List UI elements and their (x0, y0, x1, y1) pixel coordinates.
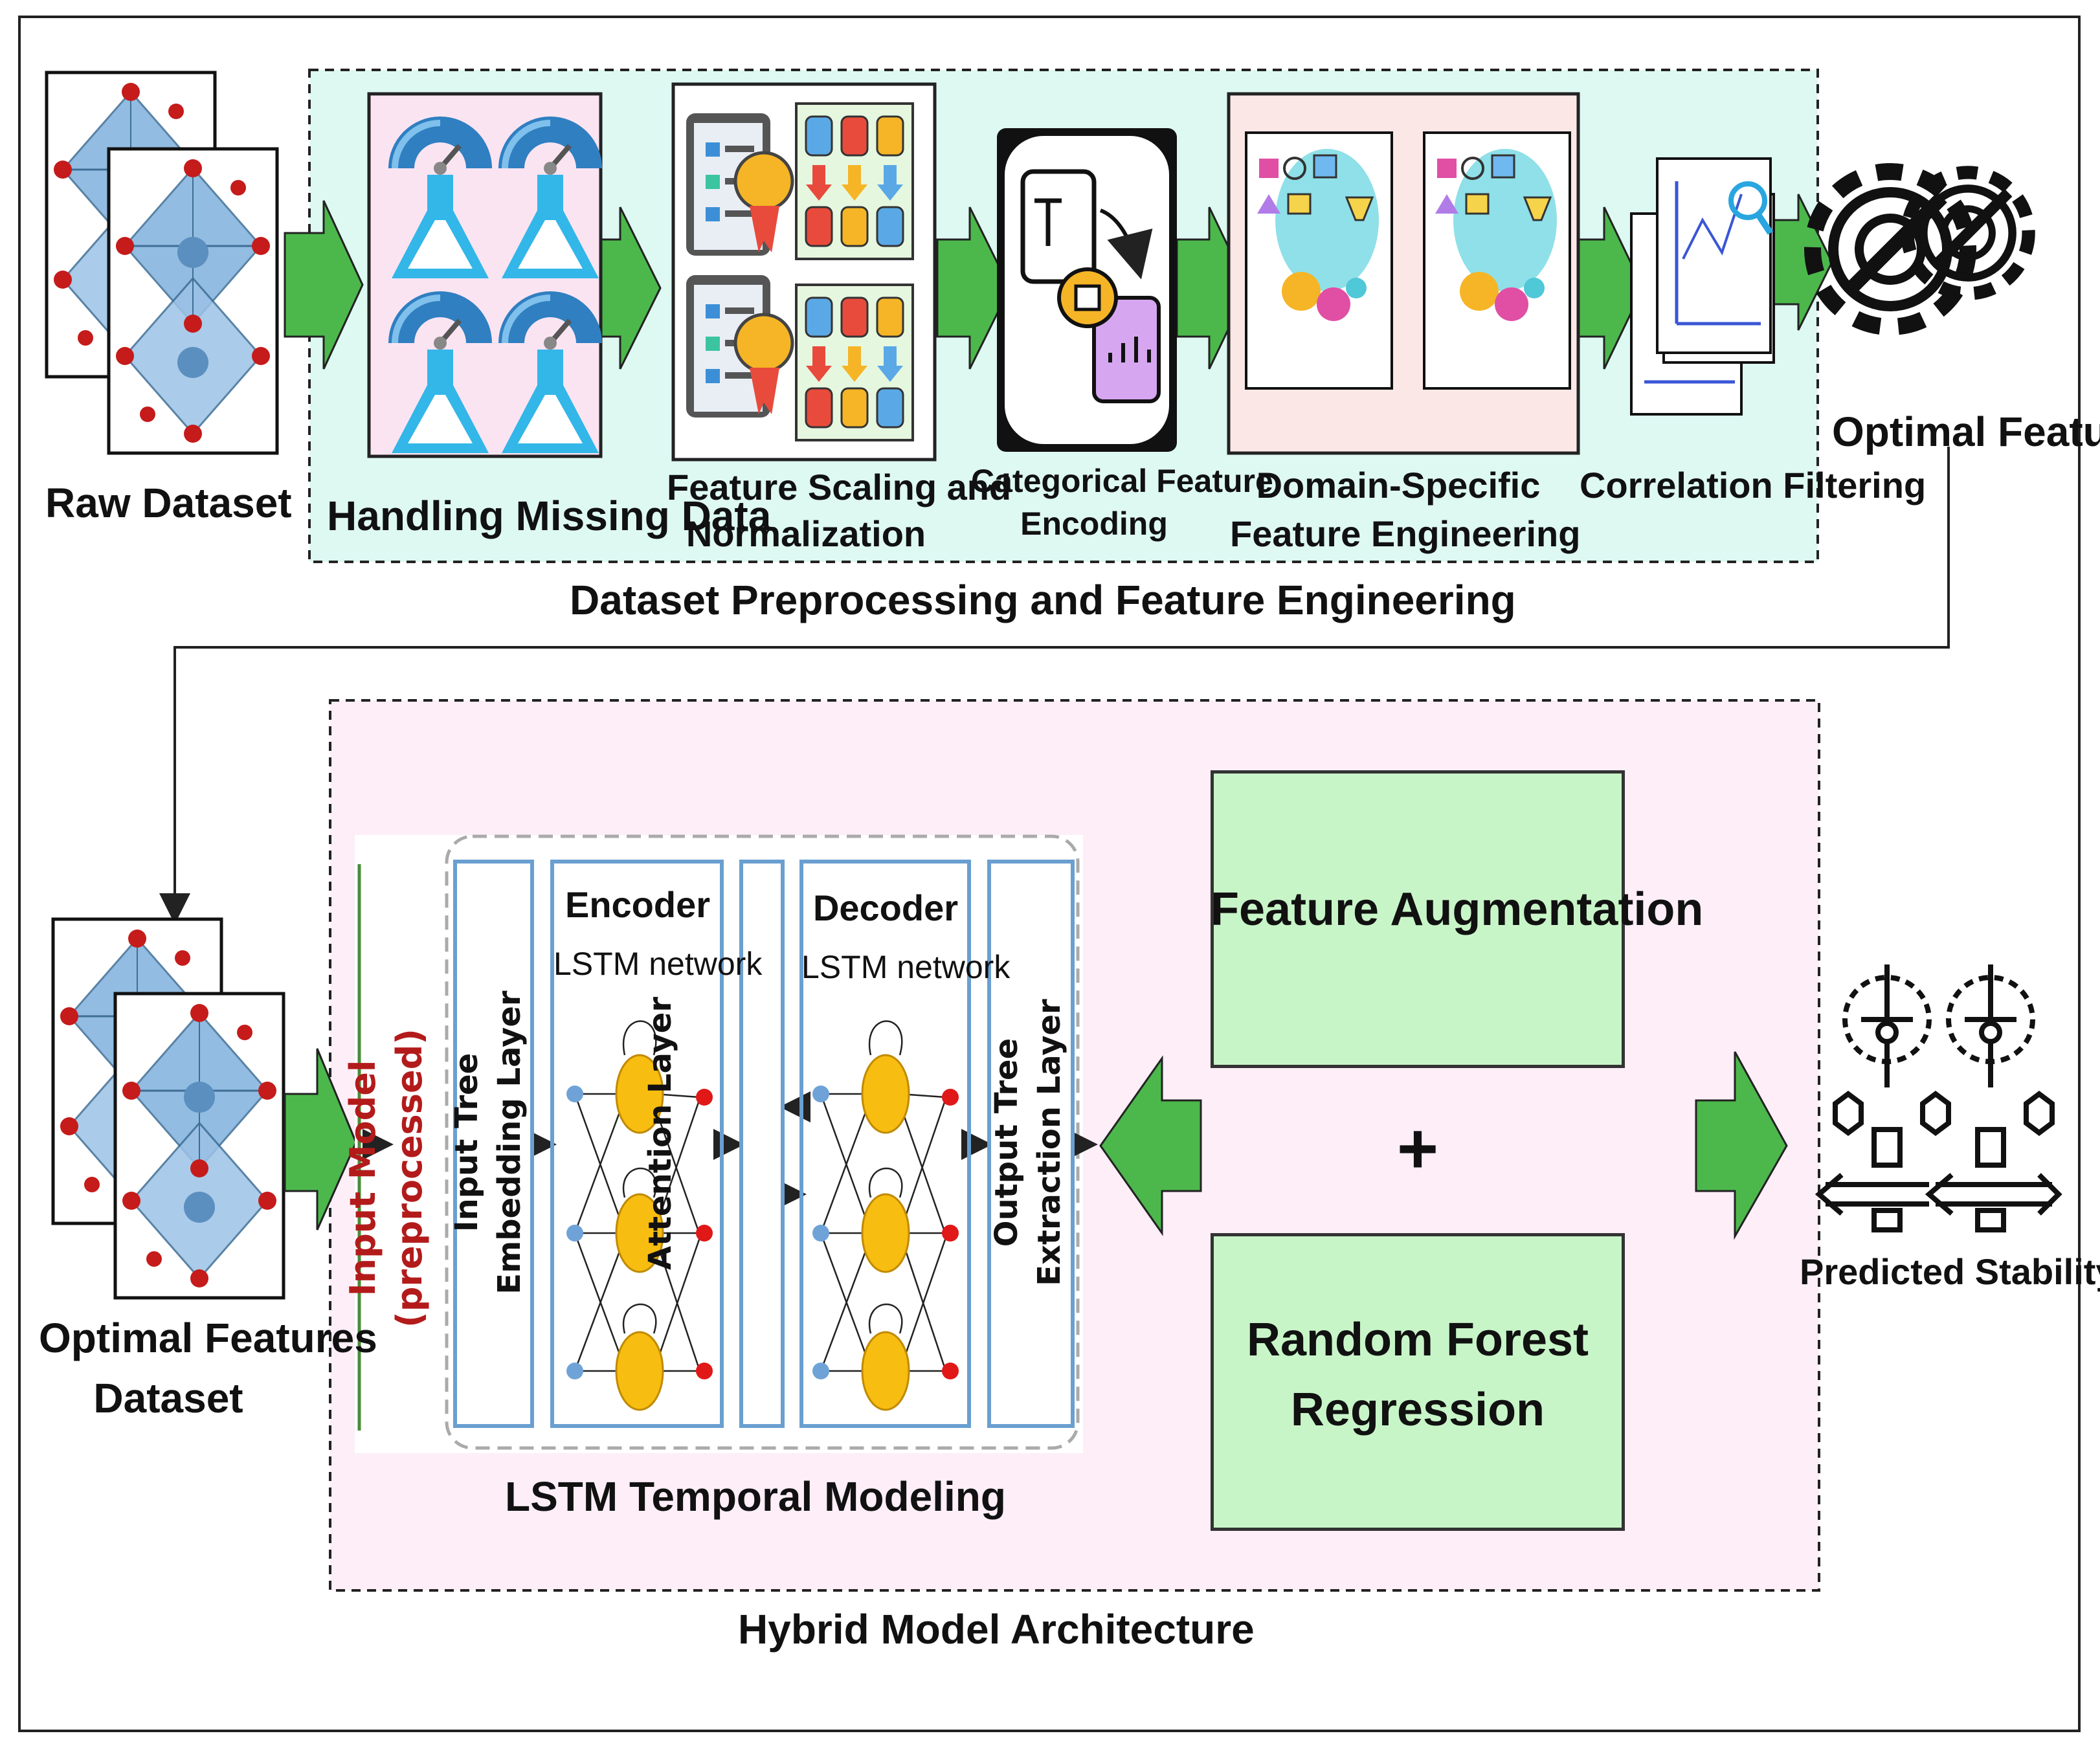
step-correlation-label: Correlation Filtering (1580, 465, 1927, 506)
random-forest-label-2: Regression (1290, 1384, 1545, 1436)
feature-augmentation-label: Feature Augmentation (1211, 884, 1704, 935)
random-forest-label-1: Random Forest (1246, 1314, 1589, 1366)
stage-connector (159, 447, 1950, 924)
output-layer-box (987, 860, 1075, 1428)
attention-layer-box (739, 860, 785, 1428)
database-arrows-icon (795, 102, 914, 441)
arrow-to-lstm (284, 1048, 357, 1231)
encoder-subtitle: LSTM network (553, 946, 763, 982)
encoder-title: Encoder (564, 884, 711, 925)
step-domain-label-1: Domain-Specific (1256, 465, 1541, 506)
step-encoding-label-2: Encoding (1020, 506, 1168, 542)
step-encoding-label-1: Categorical Feature (971, 463, 1273, 499)
clipboard-award-icon (686, 113, 794, 418)
optimal-features-label: Optimal Features (1832, 408, 2100, 455)
chart-magnifier-icon (1630, 157, 1775, 416)
embedding-layer-box (453, 860, 534, 1428)
plus-sign: + (1396, 1109, 1439, 1188)
random-forest-box (1211, 1233, 1625, 1531)
lstm-modeling-title: LSTM Temporal Modeling (505, 1473, 1006, 1520)
encoding-chip-icon (1005, 136, 1169, 444)
optimal-dataset-label-1: Optimal Features (39, 1315, 377, 1361)
step-scaling-label-1: Feature Scaling and (667, 467, 1012, 507)
predicted-stability-label: Predicted Stability (1800, 1251, 2100, 1292)
decoder-box (799, 860, 971, 1428)
flow-arrows-top (284, 194, 1833, 370)
raw-dataset-label: Raw Dataset (45, 480, 292, 526)
hybrid-stage-title: Hybrid Model Architecture (738, 1606, 1255, 1653)
encoder-box (550, 860, 724, 1428)
decoder-subtitle: LSTM network (801, 949, 1011, 985)
lstm-encoder-nodes (566, 1020, 713, 1411)
step-domain-label-2: Feature Engineering (1230, 513, 1581, 554)
robot-conveyor-icon (1815, 964, 2062, 1232)
step-missing-data-label: Handling Missing Data (327, 493, 772, 539)
figure-frame (18, 16, 2081, 1732)
shapes-funnel-brain-icon (1245, 131, 1571, 390)
lstm-flow-arrows (363, 1091, 1098, 1210)
arrow-to-result (1695, 1051, 1788, 1240)
lstm-decoder-nodes (812, 1020, 959, 1411)
decoder-title: Decoder (812, 887, 959, 928)
preprocessing-stage-title: Dataset Preprocessing and Feature Engine… (570, 577, 1516, 623)
attention-layer-label: Attention Layer (642, 996, 678, 1270)
optimal-dataset-label-2: Dataset (93, 1375, 243, 1421)
step-scaling-label-2: Normalization (686, 513, 926, 554)
arrow-from-hybrid (1099, 1055, 1202, 1236)
feature-augmentation-box (1211, 770, 1625, 1068)
